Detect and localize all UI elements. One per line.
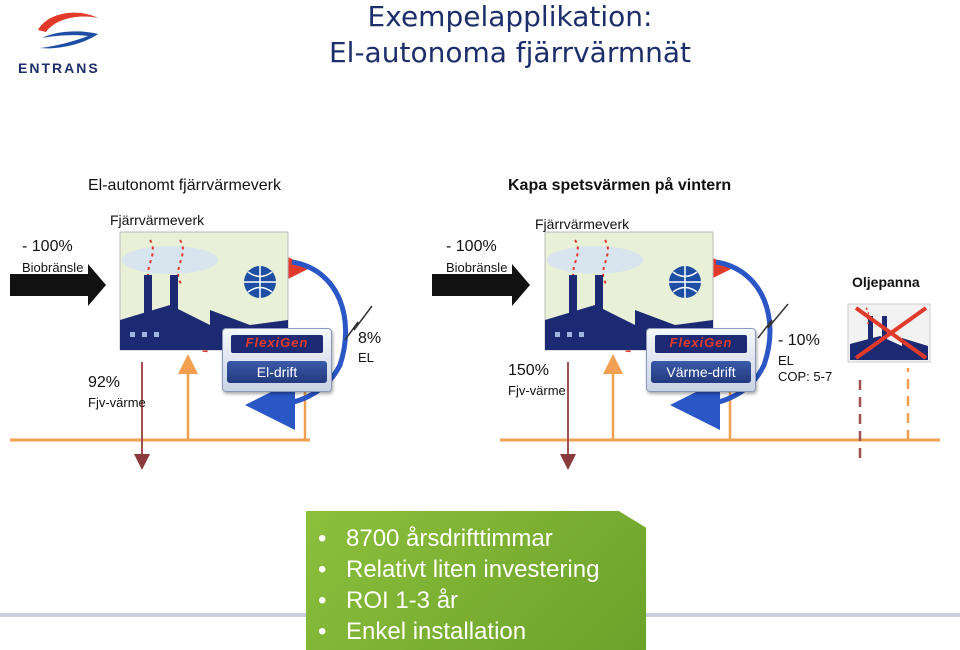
right-output-pct: 150%	[508, 362, 549, 379]
left-output-label: Fjv-värme	[88, 395, 146, 410]
left-output-pct: 92%	[88, 374, 121, 391]
benefit-item: ROI 1-3 år	[318, 585, 646, 616]
logo-wordmark: ENTRANS	[18, 60, 100, 76]
right-el-pct: - 10%	[778, 332, 820, 349]
left-flexigen-device: FlexiGen El-drift	[222, 328, 332, 392]
right-input-label: Biobränsle	[446, 260, 508, 275]
right-plant-label: Fjärrvärmeverk	[535, 216, 630, 232]
left-device-name: FlexiGen	[245, 335, 309, 350]
right-cop-label: COP: 5-7	[778, 369, 833, 384]
left-section-heading: El-autonomt fjärrvärmeverk	[88, 177, 281, 194]
right-input-pct: - 100%	[446, 238, 497, 255]
left-input-label: Biobränsle	[22, 260, 84, 275]
benefit-item: Relativt liten investering	[318, 554, 646, 585]
page-title-line2: El-autonoma fjärrvärmnät	[328, 36, 692, 69]
left-plant-label: Fjärrvärmeverk	[110, 212, 205, 228]
left-lightning-icon	[344, 305, 373, 341]
right-section-heading: Kapa spetsvärmen på vintern	[508, 177, 732, 194]
left-input-arrow	[10, 264, 106, 306]
benefits-box: 8700 årsdrifttimmar Relativt liten inves…	[306, 511, 646, 650]
left-el-pct: 8%	[358, 330, 382, 347]
left-mode-label: El-drift	[227, 361, 327, 383]
page-title-line1: Exempelapplikation:	[367, 0, 653, 33]
benefit-item: Enkel installation	[318, 616, 646, 647]
left-input-pct: - 100%	[22, 238, 73, 255]
right-flexigen-device: FlexiGen Värme-drift	[646, 328, 756, 392]
oil-boiler-crossed-icon	[846, 302, 932, 364]
right-device-name: FlexiGen	[669, 335, 733, 350]
right-el-label: EL	[778, 353, 794, 368]
benefit-item: 8700 årsdrifttimmar	[318, 523, 646, 554]
entrans-logo	[28, 8, 108, 58]
right-mode-label: Värme-drift	[651, 361, 751, 383]
benefits-list: 8700 årsdrifttimmar Relativt liten inves…	[306, 511, 646, 647]
right-lightning-icon	[757, 303, 789, 339]
right-input-arrow	[432, 264, 530, 306]
oil-boiler-label: Oljepanna	[852, 274, 920, 290]
left-el-label: EL	[358, 350, 374, 365]
right-output-label: Fjv-värme	[508, 383, 566, 398]
